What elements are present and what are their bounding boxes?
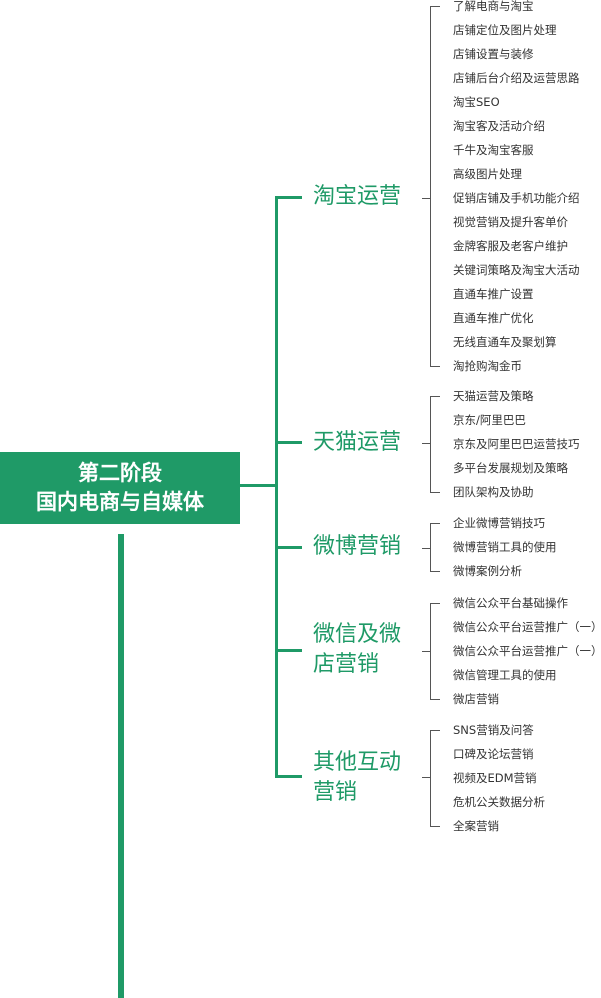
list-item: 微信管理工具的使用 xyxy=(453,668,557,682)
branch-4 xyxy=(275,775,302,778)
item-tick-4-4 xyxy=(430,826,440,827)
category-spine xyxy=(275,197,278,777)
item-tick-0-15 xyxy=(430,366,440,367)
root-node: 第二阶段 国内电商与自媒体 xyxy=(0,452,240,524)
category-3: 微信及微 店营销 xyxy=(313,622,402,677)
list-item: 微信公众平台基础操作 xyxy=(453,596,568,610)
list-item: 视频及EDM营销 xyxy=(453,771,537,785)
list-item: 微博案例分析 xyxy=(453,564,522,578)
list-item: 淘宝客及活动介绍 xyxy=(453,119,545,133)
list-item: 无线直通车及聚划算 xyxy=(453,335,557,349)
list-item: 直通车推广设置 xyxy=(453,287,534,301)
root-trunk-line xyxy=(118,534,124,998)
category-0: 淘宝运营 xyxy=(313,184,402,209)
bracket-0 xyxy=(430,6,431,367)
list-item: 关键词策略及淘宝大活动 xyxy=(453,263,580,277)
list-item: 微店营销 xyxy=(453,692,499,706)
list-item: 微信公众平台运营推广（一） xyxy=(453,620,601,634)
list-item: 高级图片处理 xyxy=(453,167,522,181)
bracket-stub-3 xyxy=(422,651,431,652)
bracket-stub-4 xyxy=(422,777,431,778)
category-1: 天猫运营 xyxy=(313,430,402,455)
branch-0 xyxy=(275,196,302,199)
list-item: 店铺定位及图片处理 xyxy=(453,23,557,37)
item-tick-0-0 xyxy=(430,6,440,7)
item-tick-4-0 xyxy=(430,730,440,731)
list-item: 企业微博营销技巧 xyxy=(453,516,545,530)
root-title-line1: 第二阶段 xyxy=(78,461,162,485)
item-tick-3-4 xyxy=(430,699,440,700)
list-item: 视觉营销及提升客单价 xyxy=(453,215,568,229)
list-item: 店铺后台介绍及运营思路 xyxy=(453,71,580,85)
item-tick-1-4 xyxy=(430,492,440,493)
root-title-line2: 国内电商与自媒体 xyxy=(36,490,204,514)
list-item: 全案营销 xyxy=(453,819,499,833)
item-tick-2-0 xyxy=(430,523,440,524)
branch-3 xyxy=(275,649,302,652)
root-connector xyxy=(240,484,277,487)
category-4: 其他互动 营销 xyxy=(313,750,402,805)
list-item: 金牌客服及老客户维护 xyxy=(453,239,568,253)
branch-1 xyxy=(275,441,302,444)
list-item: 了解电商与淘宝 xyxy=(453,0,534,13)
list-item: 店铺设置与装修 xyxy=(453,47,534,61)
list-item: 京东/阿里巴巴 xyxy=(453,413,526,427)
item-tick-1-0 xyxy=(430,396,440,397)
list-item: 危机公关数据分析 xyxy=(453,795,545,809)
category-2: 微博营销 xyxy=(313,534,402,559)
list-item: 口碑及论坛营销 xyxy=(453,747,534,761)
list-item: 京东及阿里巴巴运营技巧 xyxy=(453,437,580,451)
list-item: 微信公众平台运营推广（一） xyxy=(453,644,601,658)
bracket-1 xyxy=(430,396,431,493)
list-item: 促销店铺及手机功能介绍 xyxy=(453,191,580,205)
list-item: 天猫运营及策略 xyxy=(453,389,534,403)
bracket-stub-2 xyxy=(422,548,431,549)
list-item: 微博营销工具的使用 xyxy=(453,540,557,554)
list-item: 淘抢购淘金币 xyxy=(453,359,522,373)
list-item: 淘宝SEO xyxy=(453,95,500,109)
list-item: 团队架构及协助 xyxy=(453,485,534,499)
bracket-stub-0 xyxy=(422,198,431,199)
list-item: 千牛及淘宝客服 xyxy=(453,143,534,157)
bracket-4 xyxy=(430,730,431,827)
list-item: 直通车推广优化 xyxy=(453,311,534,325)
bracket-2 xyxy=(430,523,431,572)
bracket-stub-1 xyxy=(422,443,431,444)
list-item: SNS营销及问答 xyxy=(453,723,534,737)
branch-2 xyxy=(275,546,302,549)
item-tick-2-2 xyxy=(430,571,440,572)
item-tick-3-0 xyxy=(430,603,440,604)
list-item: 多平台发展规划及策略 xyxy=(453,461,568,475)
